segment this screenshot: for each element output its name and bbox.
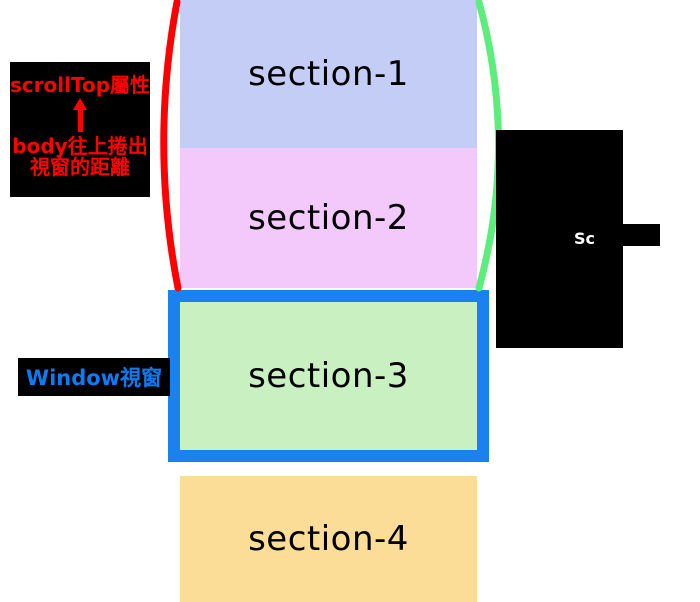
section-4-label: section-4 bbox=[248, 519, 409, 559]
window-viewport-label-text: Window視窗 bbox=[25, 366, 163, 390]
window-viewport-label: Window視窗 bbox=[18, 358, 170, 396]
section-2-block: section-2 bbox=[180, 148, 477, 288]
arrow-up-shaft bbox=[78, 107, 83, 132]
scrolltop-callout: scrollTop屬性 body往上捲出 視窗的距離 bbox=[10, 62, 150, 197]
right-annotation-text: Sc bbox=[574, 229, 596, 248]
viewport-highlight-frame bbox=[168, 290, 489, 462]
arrow-up-head bbox=[73, 98, 87, 110]
section-1-label: section-1 bbox=[248, 54, 409, 94]
scrolltop-callout-title: scrollTop屬性 bbox=[9, 73, 151, 97]
right-annotation-occluder bbox=[600, 224, 660, 246]
section-3-block: section-3 bbox=[180, 302, 477, 450]
section-2-label: section-2 bbox=[248, 198, 409, 238]
section-1-block: section-1 bbox=[180, 0, 477, 148]
section-4-block: section-4 bbox=[180, 476, 477, 602]
arrow-up-icon bbox=[70, 98, 90, 132]
red-brace-curve bbox=[160, 0, 182, 292]
scrolltop-callout-line1: body往上捲出 bbox=[12, 134, 148, 158]
section-column: section-1 section-2 section-3 section-4 bbox=[180, 0, 477, 602]
section-3-label: section-3 bbox=[248, 356, 409, 396]
scrolltop-callout-line2: 視窗的距離 bbox=[30, 155, 130, 179]
